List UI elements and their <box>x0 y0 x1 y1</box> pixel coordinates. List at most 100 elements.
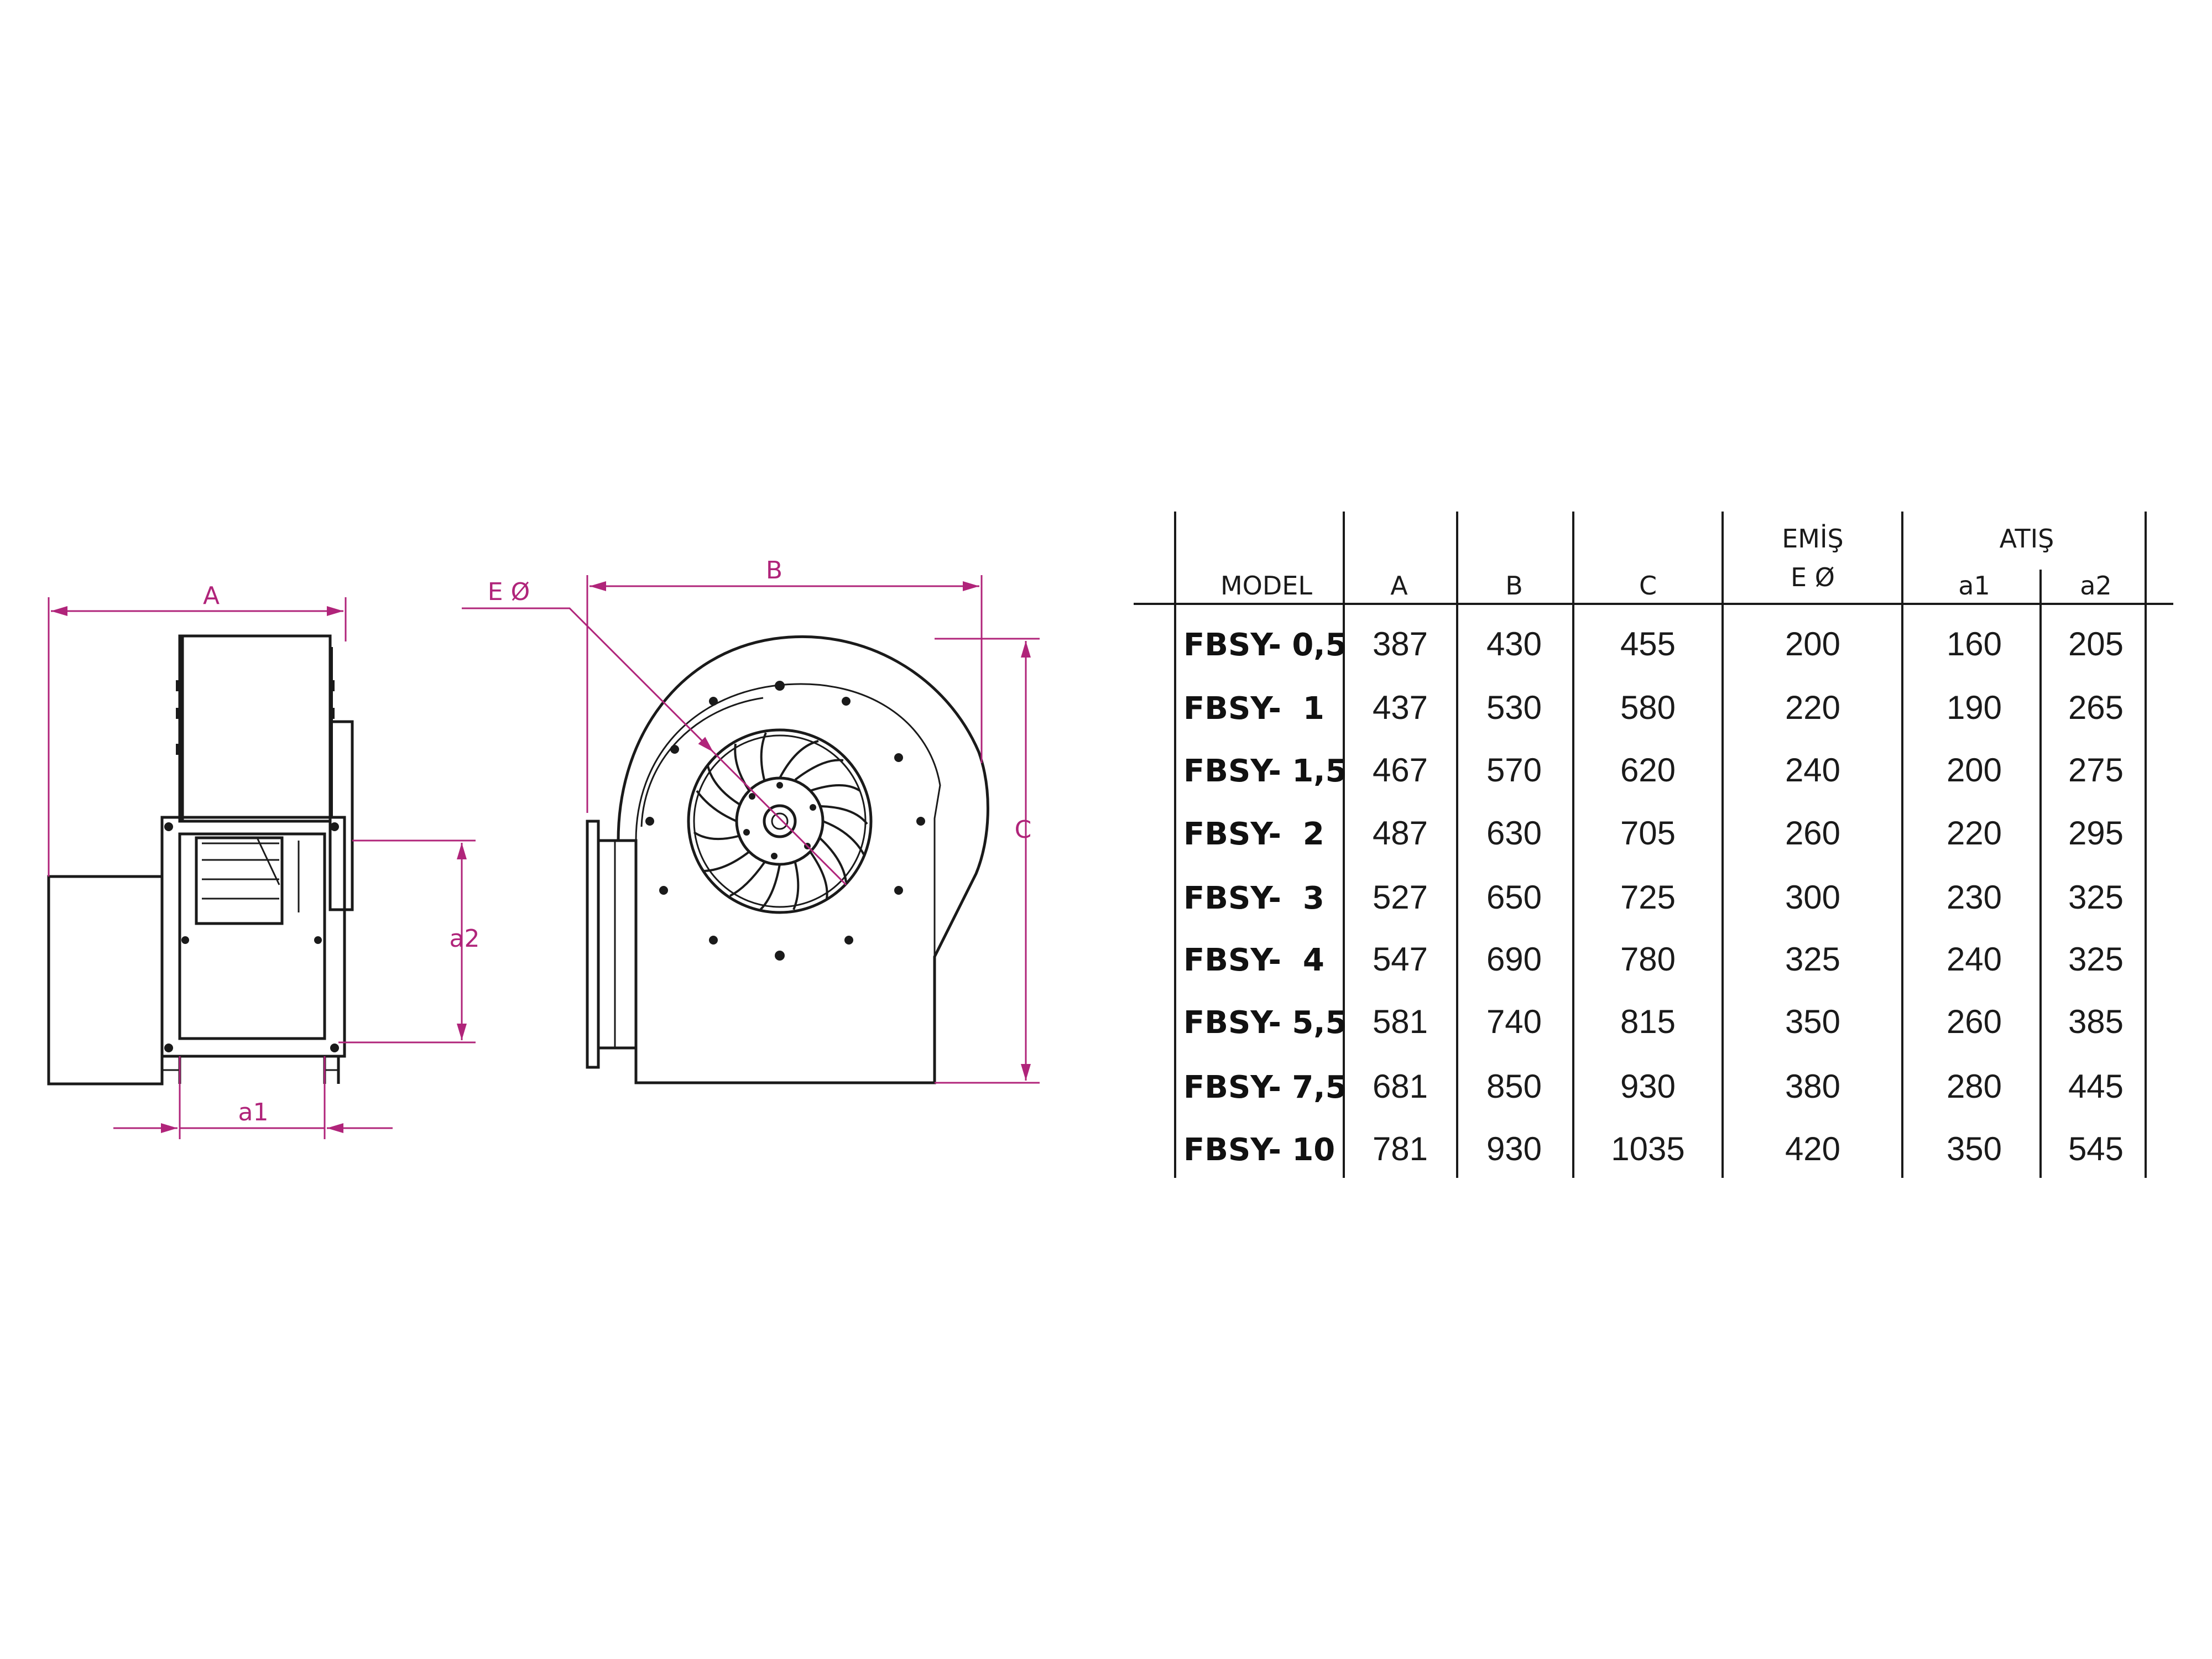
cell-A: 487 <box>1373 815 1428 852</box>
cell-A: 681 <box>1373 1068 1428 1105</box>
header-A: A <box>1390 571 1408 601</box>
cell-E: 220 <box>1785 689 1840 726</box>
label-B: B <box>766 556 782 585</box>
table-row: FBSY- 4 547 690 780 325 240 325 <box>1183 941 2124 978</box>
table-row: FBSY- 5,5 581 740 815 350 260 385 <box>1183 1003 2124 1041</box>
label-a2: a2 <box>450 925 480 953</box>
inlet-flange <box>586 820 600 1069</box>
header-a2: a2 <box>2080 571 2111 601</box>
cell-a2: 295 <box>2068 815 2124 852</box>
dimension-E-leader <box>462 607 714 753</box>
table-body: FBSY- 0,5 387 430 455 200 160 205 FBSY- … <box>1183 625 2124 1168</box>
front-view-dimensions <box>462 575 1040 1084</box>
cell-C: 705 <box>1620 815 1676 852</box>
motor-body <box>47 875 164 1086</box>
cell-E: 420 <box>1785 1130 1840 1167</box>
cell-a2: 205 <box>2068 625 2124 662</box>
hub <box>763 804 797 838</box>
cell-E: 300 <box>1785 879 1840 916</box>
table-row: FBSY- 2 487 630 705 260 220 295 <box>1183 815 2124 852</box>
cell-A: 781 <box>1373 1130 1428 1167</box>
scroll-housing-side <box>178 634 332 823</box>
cell-a2: 545 <box>2068 1130 2124 1167</box>
header-C: C <box>1639 571 1657 601</box>
cell-a1: 280 <box>1947 1068 2002 1105</box>
side-view <box>47 634 354 1086</box>
table-row: FBSY- 10 781 930 1035 420 350 545 <box>1183 1130 2124 1168</box>
outlet-flange <box>160 816 346 1058</box>
cell-model: FBSY- 2 <box>1183 816 1324 852</box>
table-row: FBSY- 0,5 387 430 455 200 160 205 <box>1183 625 2124 663</box>
table-row: FBSY- 1,5 467 570 620 240 200 275 <box>1183 752 2124 789</box>
cell-B: 570 <box>1486 752 1542 789</box>
cell-model: FBSY- 7,5 <box>1183 1070 1347 1105</box>
bearing-plate <box>328 720 354 911</box>
front-view <box>586 635 989 1084</box>
cell-A: 387 <box>1373 625 1428 662</box>
cell-C: 580 <box>1620 689 1676 726</box>
cell-B: 690 <box>1486 941 1542 978</box>
header-model: MODEL <box>1220 571 1312 601</box>
cell-a2: 445 <box>2068 1068 2124 1105</box>
label-A: A <box>203 582 220 610</box>
side-view-dimensions <box>48 597 476 1139</box>
cell-model: FBSY- 5,5 <box>1183 1005 1347 1041</box>
cell-A: 547 <box>1373 941 1428 978</box>
cell-B: 530 <box>1486 689 1542 726</box>
cell-C: 930 <box>1620 1068 1676 1105</box>
cell-B: 430 <box>1486 625 1542 662</box>
cell-a2: 325 <box>2068 941 2124 978</box>
cell-a1: 160 <box>1947 625 2002 662</box>
cell-C: 815 <box>1620 1003 1676 1040</box>
cell-C: 780 <box>1620 941 1676 978</box>
cell-E: 350 <box>1785 1003 1840 1040</box>
header-B: B <box>1505 571 1523 601</box>
cell-E: 200 <box>1785 625 1840 662</box>
table-row: FBSY- 1 437 530 580 220 190 265 <box>1183 689 2124 727</box>
cell-C: 620 <box>1620 752 1676 789</box>
cell-B: 850 <box>1486 1068 1542 1105</box>
housing-bolts <box>645 681 925 961</box>
label-a1: a1 <box>238 1098 269 1126</box>
cell-model: FBSY- 1,5 <box>1183 753 1347 789</box>
cell-a1: 230 <box>1947 879 2002 916</box>
cell-B: 650 <box>1486 879 1542 916</box>
table-row: FBSY- 3 527 650 725 300 230 325 <box>1183 879 2124 916</box>
cell-C: 1035 <box>1611 1130 1684 1167</box>
label-E: E Ø <box>488 578 530 606</box>
header-emis-sub: E Ø <box>1791 562 1835 592</box>
cell-B: 630 <box>1486 815 1542 852</box>
impeller-blades <box>693 732 868 911</box>
cell-a1: 200 <box>1947 752 2002 789</box>
cell-a1: 240 <box>1947 941 2002 978</box>
scroll-housing-front <box>617 635 989 1084</box>
cell-a1: 220 <box>1947 815 2002 852</box>
cell-E: 240 <box>1785 752 1840 789</box>
cell-A: 467 <box>1373 752 1428 789</box>
cell-A: 437 <box>1373 689 1428 726</box>
table-row: FBSY- 7,5 681 850 930 380 280 445 <box>1183 1068 2124 1105</box>
cell-B: 930 <box>1486 1130 1542 1167</box>
cell-model: FBSY- 0,5 <box>1183 627 1347 663</box>
cell-C: 455 <box>1620 625 1676 662</box>
cell-a1: 190 <box>1947 689 2002 726</box>
cell-C: 725 <box>1620 879 1676 916</box>
cell-a2: 275 <box>2068 752 2124 789</box>
cell-model: FBSY- 4 <box>1183 942 1324 978</box>
dimension-table: MODEL A B C EMİŞ E Ø ATIŞ a1 a2 FBSY- 0,… <box>1134 512 2173 1178</box>
cell-E: 380 <box>1785 1068 1840 1105</box>
header-emis: EMİŞ <box>1782 524 1844 554</box>
cell-B: 740 <box>1486 1003 1542 1040</box>
cell-a1: 350 <box>1947 1130 2002 1167</box>
header-a1: a1 <box>1958 571 1990 601</box>
label-C: C <box>1015 816 1032 844</box>
cell-E: 260 <box>1785 815 1840 852</box>
cell-model: FBSY- 3 <box>1183 880 1324 916</box>
cell-A: 581 <box>1373 1003 1428 1040</box>
cell-E: 325 <box>1785 941 1840 978</box>
cell-model: FBSY- 10 <box>1183 1132 1335 1168</box>
header-atis: ATIŞ <box>2000 524 2054 554</box>
cell-A: 527 <box>1373 879 1428 916</box>
cell-a2: 265 <box>2068 689 2124 726</box>
